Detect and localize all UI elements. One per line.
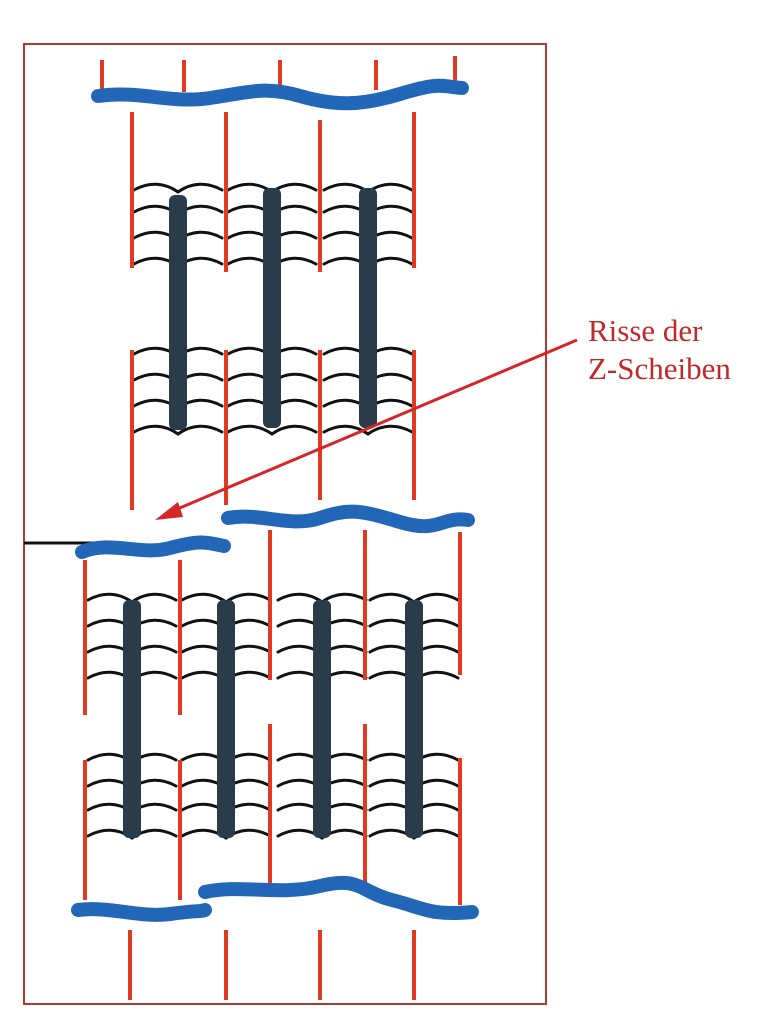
cross-bridge xyxy=(366,424,414,436)
cross-bridge xyxy=(132,182,180,194)
myosin-filament xyxy=(359,188,377,428)
z-discs xyxy=(71,78,479,922)
callout-arrow xyxy=(155,338,578,520)
annotation-label: Risse der Z-Scheiben xyxy=(588,312,731,388)
actin-filaments xyxy=(83,56,462,1000)
myosin-filaments xyxy=(123,188,423,838)
myosin-filament xyxy=(313,600,331,838)
annotation-line-2: Z-Scheiben xyxy=(588,351,731,386)
myosin-filament xyxy=(263,188,281,428)
cross-bridge xyxy=(132,424,180,436)
cross-bridge xyxy=(130,592,178,604)
cross-bridge xyxy=(176,424,224,436)
cross-bridge xyxy=(176,182,224,194)
myosin-filament xyxy=(123,600,141,838)
z-disc-2 xyxy=(221,504,475,534)
z-disc-4 xyxy=(71,902,212,922)
cross-bridge xyxy=(320,592,368,604)
diagram-frame xyxy=(23,43,547,1005)
myosin-filament xyxy=(217,600,235,838)
cross-bridge xyxy=(322,424,370,436)
annotation-line-1: Risse der xyxy=(588,313,703,348)
cross-bridge xyxy=(224,592,272,604)
z-disc-1 xyxy=(91,78,469,111)
cross-bridge xyxy=(276,592,324,604)
myosin-filament xyxy=(169,195,187,430)
cross-bridge xyxy=(86,592,134,604)
cross-bridge xyxy=(368,592,416,604)
cross-bridge xyxy=(270,424,318,436)
cross-bridge xyxy=(226,424,274,436)
cross-bridge xyxy=(412,592,460,604)
myosin-filament xyxy=(405,600,423,838)
z-disc-3 xyxy=(75,535,231,559)
cross-bridge xyxy=(180,592,228,604)
z-disc-5 xyxy=(198,875,479,921)
